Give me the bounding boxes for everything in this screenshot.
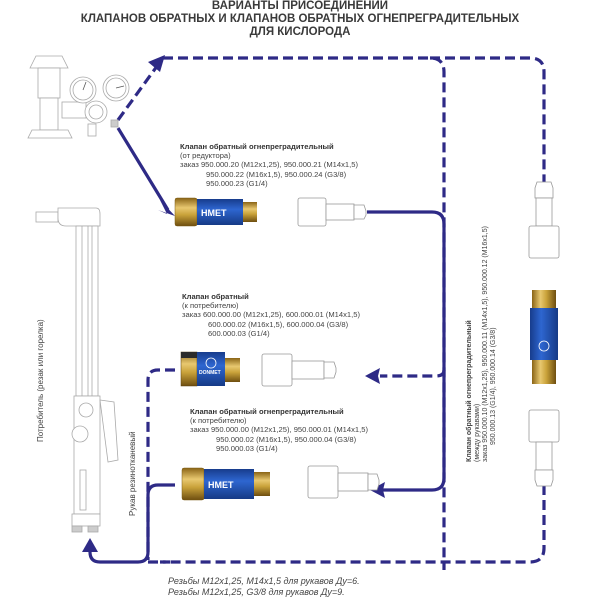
dashed-hose-top (163, 56, 446, 570)
hose-nipple-icon (528, 409, 560, 487)
hose-label: Рукав резинотканевый (128, 431, 137, 516)
solid-hose-upper (367, 210, 446, 492)
title-line-3: ДЛЯ КИСЛОРОДА (249, 26, 351, 38)
hose-nipple-icon (261, 353, 337, 387)
valve-subheading: (к потребителю) (190, 416, 247, 426)
valve-icon (180, 351, 240, 387)
order-codes: 600.000.03 (G1/4) (208, 328, 270, 338)
order-codes: 950.000.23 (G1/4) (206, 178, 268, 188)
valve-heading: Клапан обратный (182, 292, 249, 301)
arrow-icon (365, 368, 380, 384)
footnote-line-2: Резьбы М12х1,25, G3/8 для рукавов Ду=9. (168, 587, 345, 597)
title-line-1: ВАРИАНТЫ ПРИСОЕДИНЕНИЙ (211, 0, 389, 12)
hose-nipple-icon (528, 181, 560, 259)
order-label: заказ (182, 310, 201, 320)
order-codes: 950.000.20 (М12х1,25), 950.000.21 (М14х1… (200, 160, 358, 170)
arrow-icon (82, 538, 98, 552)
order-codes: 950.000.00 (М12х1,25), 950.000.01 (М14х1… (210, 425, 368, 435)
arrow-icon (370, 482, 385, 498)
dashed-hose-left-upper (146, 368, 175, 560)
valve-icon (181, 467, 270, 501)
valve-heading: Клапан обратный огнепреградительный (180, 142, 334, 151)
diagram-title: ВАРИАНТЫ ПРИСОЕДИНЕНИЙ КЛАПАНОВ ОБРАТНЫХ… (0, 0, 600, 39)
valve-brand: НМЕТ (201, 208, 227, 218)
order-codes: 600.000.02 (М16х1,5), 600.000.04 (G3/8) (208, 319, 349, 329)
order-codes: 950.000.13 (G1/4), 950.000.14 (G3/8) (490, 327, 497, 445)
hose-nipple-icon (297, 197, 367, 227)
cutting-torch-icon (35, 207, 119, 533)
valve-label-from-regulator: Клапан обратный огнепреградительный (от … (180, 142, 358, 188)
footnote: Резьбы М12х1,25, М14х1,5 для рукавов Ду=… (168, 576, 360, 598)
valve-subheading: (от редуктора) (180, 151, 231, 161)
regulator-to-valve-arrow-line (116, 127, 170, 211)
valve-label-flashback-consumer: Клапан обратный огнепреградительный (к п… (190, 407, 368, 453)
title-line-2: КЛАПАНОВ ОБРАТНЫХ И КЛАПАНОВ ОБРАТНЫХ ОГ… (80, 13, 520, 25)
valve-subheading: (между рукавами) (474, 403, 481, 462)
regulator-icon (27, 55, 130, 139)
dashed-hose-right-branch (430, 56, 546, 182)
arrow-icon (148, 55, 165, 72)
order-codes: 950.000.22 (М16х1,5), 950.000.24 (G3/8) (206, 169, 347, 179)
valve-label-between-hoses: Клапан обратный огнепреградительный (меж… (466, 226, 498, 462)
order-label: заказ (482, 444, 489, 462)
footnote-line-1: Резьбы М12х1,25, М14х1,5 для рукавов Ду=… (168, 576, 360, 586)
valve-icon (530, 290, 558, 384)
valve-icon (174, 197, 257, 227)
order-label: заказ (190, 425, 209, 435)
order-codes: 950.000.02 (М16х1,5), 950.000.04 (G3/8) (216, 434, 357, 444)
valve-brand: НМЕТ (208, 480, 234, 490)
hose-nipple-icon (307, 465, 380, 499)
valve-label-check-consumer: Клапан обратный (к потребителю) заказ 60… (182, 292, 360, 338)
solid-hose-left-lower (88, 483, 175, 564)
arrow-icon (158, 200, 175, 216)
valve-subheading: (к потребителю) (182, 301, 239, 311)
valve-heading: Клапан обратный огнепреградительный (466, 320, 473, 462)
consumer-label: Потребитель (резак или горелка) (36, 319, 45, 442)
valve-brand: DONMET (199, 370, 221, 376)
dashed-hose-right-bottom (160, 485, 546, 564)
valve-heading: Клапан обратный огнепреградительный (190, 407, 344, 416)
order-label: заказ (180, 160, 199, 170)
regulator-to-top-arrow-line (116, 61, 162, 121)
order-codes: 950.000.10 (М12х1,25), 950.000.11 (М14х1… (482, 226, 489, 443)
order-codes: 950.000.03 (G1/4) (216, 443, 278, 453)
order-codes: 600.000.00 (М12х1,25), 600.000.01 (М14х1… (202, 310, 360, 320)
dashed-hose-middle (380, 369, 446, 378)
